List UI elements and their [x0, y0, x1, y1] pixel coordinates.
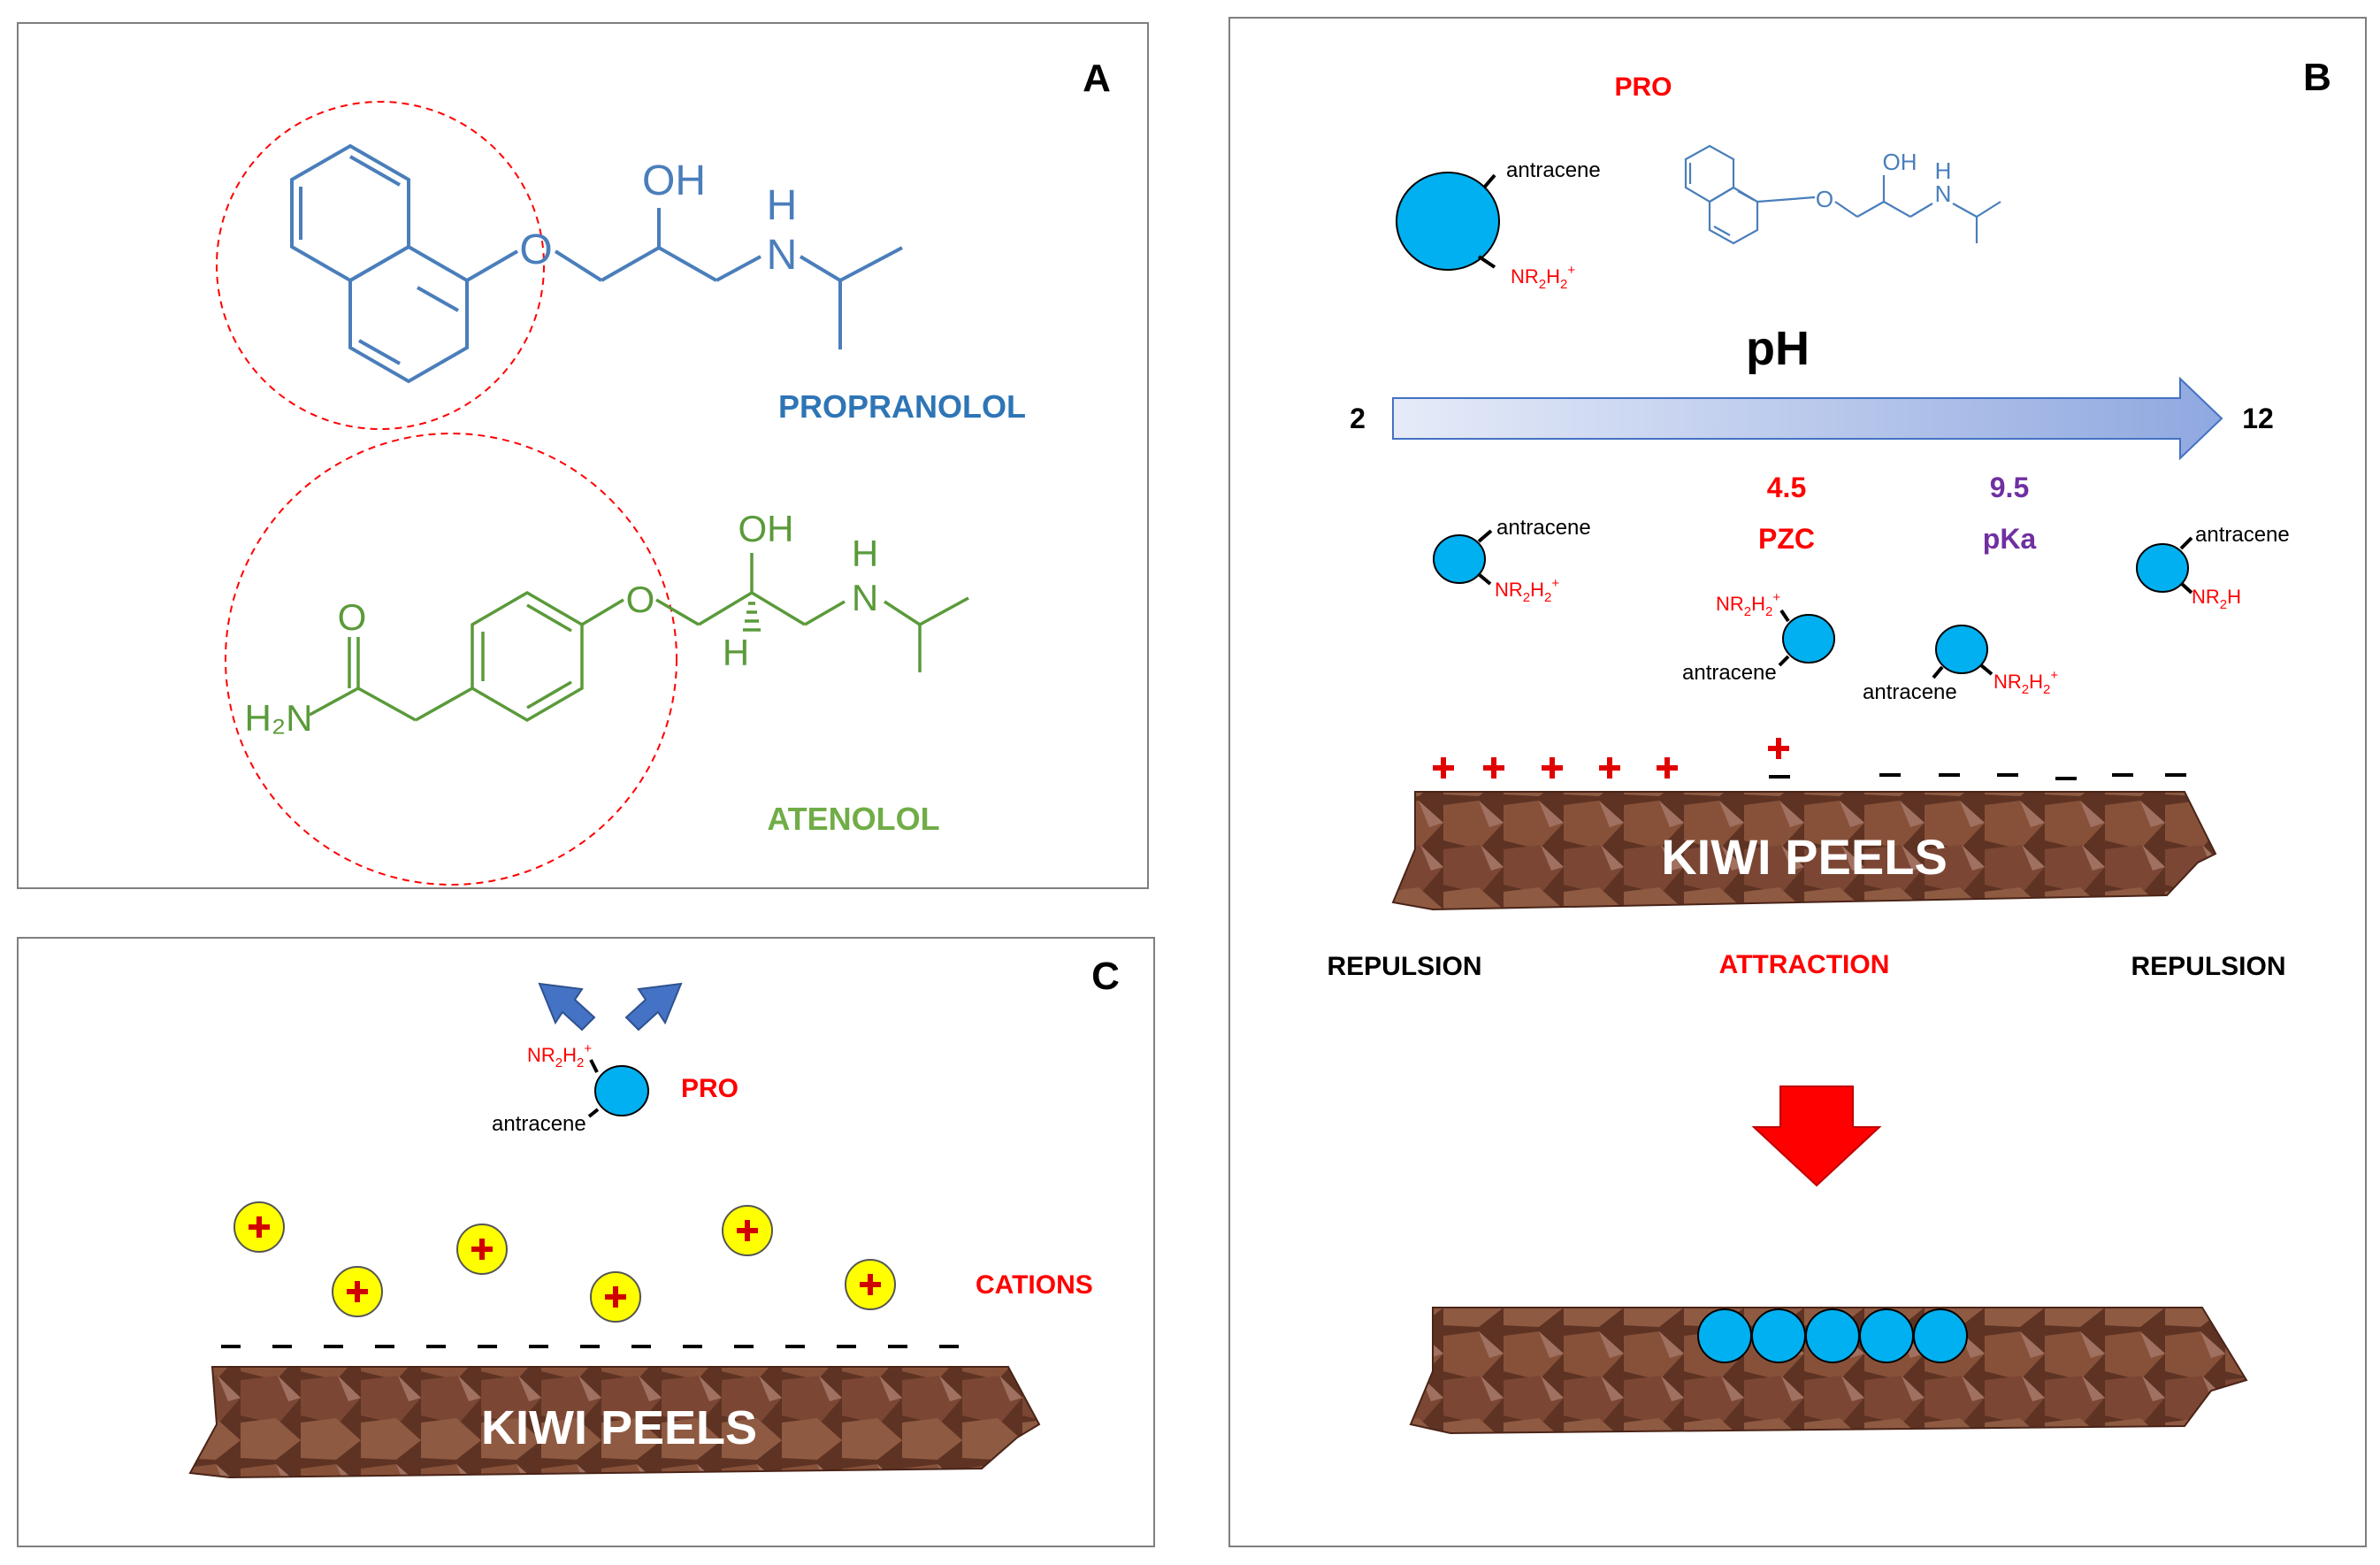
propranolol-structure-small	[1684, 144, 2001, 245]
pro-molecule-low-ph: antracene NR2H2+	[1433, 516, 1591, 605]
repulsion-right-label: REPULSION	[2131, 952, 2285, 981]
nr2h2-label: NR2H2+	[1495, 576, 1559, 605]
propranolol-ring-highlight	[216, 101, 545, 430]
nr2h2-label: NR2H2+	[1511, 263, 1575, 292]
atenolol-h-amine: H	[852, 533, 878, 574]
cation	[590, 1271, 641, 1323]
atenolol-oh-label: OH	[738, 508, 794, 549]
pka-value: 9.5	[1990, 472, 2029, 503]
adsorbed-molecule	[1751, 1308, 1806, 1363]
kiwi-peel-c: KIWI PEELS	[188, 1366, 1041, 1479]
panel-b-label: B	[2303, 56, 2331, 99]
kiwi-peel-b-bottom	[1409, 1307, 2248, 1435]
cation	[332, 1266, 383, 1317]
repulsion-left-label: REPULSION	[1327, 952, 1481, 981]
cation	[233, 1201, 285, 1253]
cation	[456, 1224, 508, 1275]
panel-c-frame	[17, 937, 1155, 1547]
atenolol-o-label: O	[626, 579, 655, 620]
pro-molecule-pzc: NR2H2+ antracene	[1682, 590, 1835, 685]
cations-label: CATIONS	[976, 1270, 1093, 1300]
adsorbed-molecule	[1805, 1308, 1860, 1363]
arrow-up-left-icon	[538, 982, 596, 1032]
propranolol-structure	[290, 143, 903, 384]
antracene-label: antracene	[492, 1112, 586, 1136]
mol-h-label: H	[1935, 157, 1952, 184]
nr2h-label: NR2H	[2192, 586, 2241, 612]
ph-scale-arrow	[1392, 376, 2223, 461]
antracene-label: antracene	[1496, 516, 1591, 540]
atenolol-n-label: N	[852, 577, 878, 618]
panel-c-label: C	[1091, 955, 1120, 998]
propranolol-n-label: N	[767, 232, 798, 279]
atenolol-structure	[309, 553, 969, 723]
atenolol-ring-highlight	[225, 433, 677, 886]
panel-b: B PRO antracene NR2H2+ O	[1228, 17, 2367, 1547]
nr2h2-label: NR2H2+	[527, 1041, 592, 1070]
panel-a-frame	[17, 22, 1149, 889]
arrow-down-icon	[1751, 1086, 1882, 1187]
mol-o-label: O	[1816, 186, 1833, 212]
positive-charges	[1433, 738, 1789, 779]
atenolol-amide-label: H₂N	[245, 697, 313, 739]
kiwi-peel-b-top: KIWI PEELS	[1391, 791, 2217, 911]
desorption-arrows	[538, 982, 683, 1032]
antracene-label: antracene	[1506, 158, 1601, 182]
antracene-label: antracene	[1863, 680, 1957, 704]
pro-molecule-c: NR2H2+ antracene PRO	[492, 1041, 738, 1136]
atenolol-carbonyl-o: O	[338, 596, 367, 638]
kiwi-peels-label-c: KIWI PEELS	[481, 1401, 757, 1454]
propranolol-oh-label: OH	[642, 157, 706, 204]
pro-label-c: PRO	[681, 1074, 738, 1103]
molecule-circle	[594, 1065, 649, 1116]
cation	[722, 1205, 773, 1256]
mol-n-label: N	[1935, 180, 1952, 207]
ph-title: pH	[1746, 322, 1810, 375]
ph-max-label: 12	[2242, 403, 2274, 434]
mol-oh-label: OH	[1883, 149, 1917, 175]
adsorbed-molecule	[1697, 1308, 1752, 1363]
antracene-label: antracene	[1682, 661, 1777, 685]
pro-label-b: PRO	[1614, 73, 1672, 102]
kiwi-peels-label-b: KIWI PEELS	[1661, 829, 1948, 885]
panel-b-frame	[1228, 17, 2367, 1547]
pka-label: pKa	[1983, 523, 2037, 555]
panel-a: A O OH N H PROPRANOLOL	[17, 22, 1149, 889]
nr2h2-label: NR2H2+	[1994, 668, 2058, 697]
pro-molecule-large: antracene NR2H2+	[1396, 158, 1601, 292]
nr2h2-label: NR2H2+	[1716, 590, 1780, 619]
arrow-up-right-icon	[624, 982, 683, 1032]
pro-molecule-mid: antracene NR2H2+	[1863, 625, 2058, 704]
ph-min-label: 2	[1350, 403, 1366, 434]
antracene-label: antracene	[2195, 523, 2290, 547]
propranolol-o-label: O	[519, 226, 552, 273]
negative-charges-b	[1769, 773, 2186, 780]
pro-molecule-high-ph: antracene NR2H	[2136, 523, 2290, 612]
adsorbed-molecules	[1697, 1308, 1968, 1363]
adsorbed-molecule	[1859, 1308, 1914, 1363]
atenolol-h-stereo: H	[723, 632, 749, 673]
cations	[233, 1201, 896, 1323]
cation	[845, 1259, 896, 1310]
panel-c: C NR2H2+ antracene PRO CATIONS	[17, 937, 1155, 1547]
pzc-label: PZC	[1758, 523, 1815, 555]
panel-a-label: A	[1083, 57, 1111, 100]
propranolol-name: PROPRANOLOL	[778, 388, 1026, 425]
attraction-label: ATTRACTION	[1719, 950, 1890, 979]
propranolol-h-label: H	[767, 182, 798, 229]
pzc-value: 4.5	[1767, 472, 1806, 503]
atenolol-name: ATENOLOL	[767, 801, 939, 837]
adsorbed-molecule	[1913, 1308, 1968, 1363]
